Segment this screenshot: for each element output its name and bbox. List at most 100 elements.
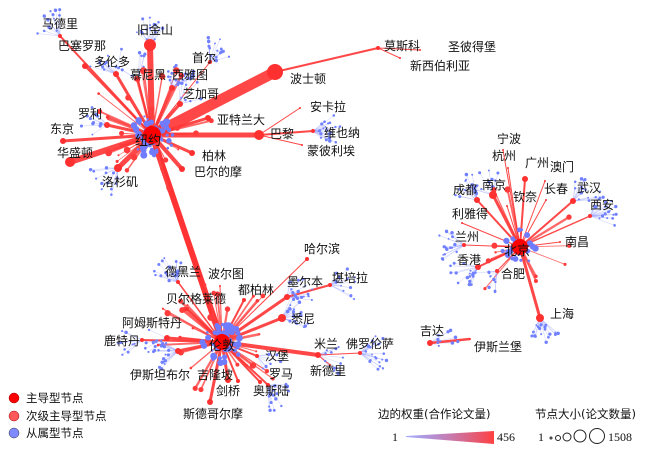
secondary-node — [245, 364, 248, 367]
city-node[interactable] — [236, 379, 240, 383]
city-node[interactable] — [144, 39, 156, 51]
subordinate-node — [320, 137, 322, 139]
city-label: 哈尔滨 — [304, 241, 340, 256]
subordinate-node — [141, 17, 144, 20]
city-node[interactable] — [179, 166, 185, 172]
subordinate-node — [156, 339, 158, 341]
secondary-node — [534, 274, 538, 278]
city-node[interactable] — [185, 307, 189, 311]
city-node[interactable] — [104, 122, 110, 128]
subordinate-node — [492, 278, 495, 281]
city-node[interactable] — [242, 298, 246, 302]
city-node[interactable] — [219, 285, 221, 287]
city-node[interactable] — [506, 205, 508, 207]
city-node[interactable] — [164, 335, 170, 341]
subordinate-node — [268, 406, 270, 408]
city-node[interactable] — [305, 257, 309, 261]
subordinate-node — [262, 367, 264, 369]
city-label: 巴塞罗那 — [58, 38, 106, 53]
subordinate-node — [469, 273, 471, 275]
city-label: 吉达 — [420, 324, 444, 338]
subordinate-node — [471, 273, 473, 275]
city-node[interactable] — [495, 269, 499, 273]
city-node[interactable] — [376, 46, 380, 50]
city-node[interactable] — [461, 222, 463, 224]
subordinate-node — [375, 357, 378, 360]
city-node[interactable] — [169, 85, 175, 91]
secondary-node — [193, 386, 198, 391]
subordinate-node — [219, 52, 222, 55]
subordinate-node — [330, 351, 333, 354]
city-node[interactable] — [489, 191, 497, 199]
city-node[interactable] — [189, 150, 195, 156]
city-node[interactable] — [60, 138, 66, 144]
subordinate-node — [143, 115, 145, 117]
subordinate-node — [164, 359, 167, 362]
subordinate-node — [445, 247, 447, 249]
subordinate-node — [164, 363, 166, 365]
city-node[interactable] — [113, 71, 119, 77]
city-node[interactable] — [255, 354, 259, 358]
subordinate-node — [236, 335, 243, 342]
subordinate-node — [547, 336, 550, 339]
city-label: 伊斯兰堡 — [474, 339, 522, 354]
city-node[interactable] — [58, 34, 62, 38]
city-node[interactable] — [254, 130, 264, 140]
subordinate-node — [127, 351, 130, 354]
city-node[interactable] — [469, 338, 471, 340]
city-node[interactable] — [536, 314, 544, 322]
secondary-node — [193, 130, 199, 136]
city-node[interactable] — [301, 144, 303, 146]
subordinate-node — [474, 272, 476, 274]
city-node[interactable] — [399, 57, 401, 59]
subordinate-node — [377, 368, 380, 371]
city-node[interactable] — [114, 164, 122, 172]
subordinate-node — [165, 354, 167, 356]
size-legend-min: 1 — [538, 430, 544, 444]
subordinate-node — [273, 409, 276, 412]
legend-secondary-label: 次级主导型节点 — [26, 409, 107, 423]
city-node[interactable] — [177, 101, 183, 107]
city-node[interactable] — [311, 129, 315, 133]
city-node[interactable] — [140, 338, 144, 342]
size-circle-5 — [590, 429, 605, 444]
subordinate-node — [587, 197, 589, 199]
city-node[interactable] — [207, 399, 213, 405]
city-node[interactable] — [588, 214, 592, 218]
city-node[interactable] — [358, 351, 362, 355]
subordinate-node — [161, 139, 164, 142]
city-node[interactable] — [176, 280, 180, 284]
edge-legend-min: 1 — [392, 430, 398, 444]
subordinate-node — [465, 173, 469, 177]
city-node[interactable] — [299, 107, 301, 109]
subordinate-node — [167, 353, 170, 356]
city-node[interactable] — [507, 167, 509, 169]
subordinate-node — [165, 342, 167, 344]
city-node[interactable] — [284, 294, 290, 300]
subordinate-node — [530, 244, 536, 250]
city-node[interactable] — [570, 198, 576, 204]
city-node[interactable] — [545, 199, 547, 201]
city-node[interactable] — [427, 340, 433, 346]
city-label: 莫斯科 — [384, 39, 420, 53]
subordinate-node — [307, 293, 310, 296]
subordinate-node — [468, 275, 471, 278]
city-node[interactable] — [315, 352, 321, 358]
city-label: 巴黎 — [270, 127, 294, 141]
city-node[interactable] — [175, 348, 181, 354]
size-circle-3 — [563, 433, 571, 441]
subordinate-node — [294, 294, 297, 297]
city-node[interactable] — [559, 241, 561, 243]
city-node[interactable] — [205, 115, 211, 121]
city-node[interactable] — [82, 63, 88, 69]
city-node[interactable] — [278, 314, 286, 322]
edge-legend-max: 456 — [497, 430, 515, 444]
city-node[interactable] — [267, 64, 283, 80]
subordinate-node — [612, 214, 614, 216]
subordinate-node — [349, 286, 352, 289]
city-node[interactable] — [474, 197, 480, 203]
secondary-node — [175, 126, 180, 131]
city-node[interactable] — [522, 176, 528, 182]
subordinate-node — [159, 274, 162, 277]
subordinate-node — [140, 152, 147, 159]
